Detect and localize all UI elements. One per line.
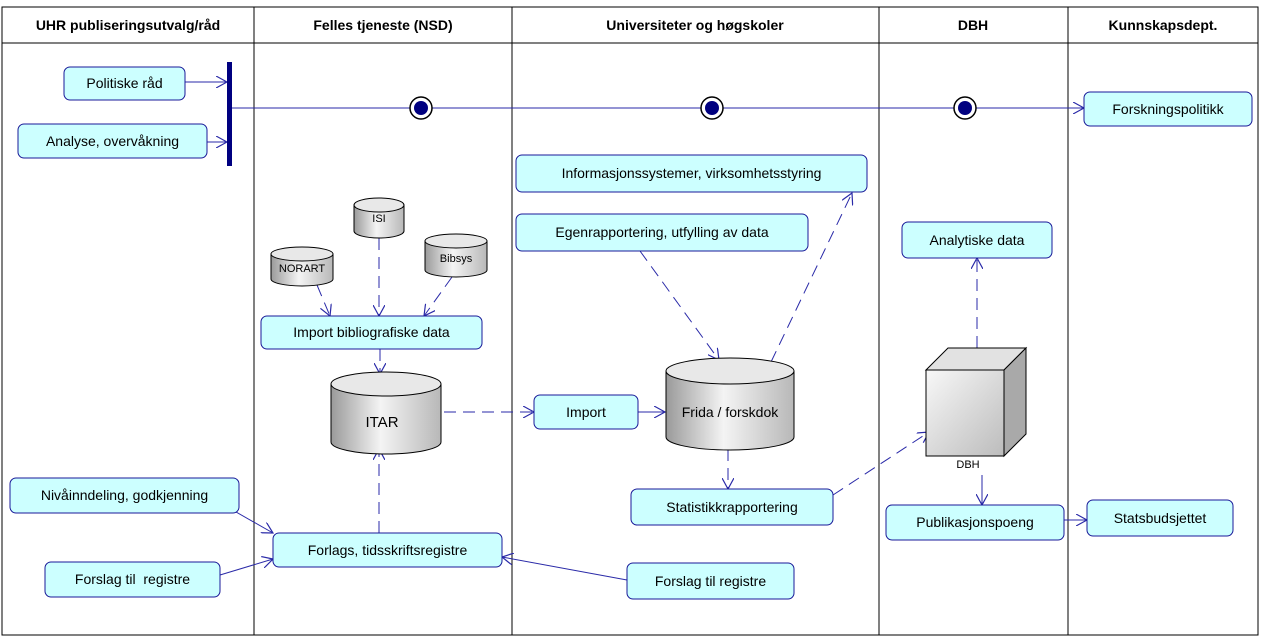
state-marker: [700, 96, 724, 120]
action-import-bibliografiske-data[interactable]: Import bibliografiske data: [260, 315, 483, 350]
action-label: Egenrapportering, utfylling av data: [555, 224, 768, 240]
flow-arrow: [502, 557, 628, 581]
action-label: Informasjonssystemer, virksomhetsstyring: [562, 165, 822, 181]
datastore-label: Bibsys: [440, 253, 473, 265]
action-label: Forlags, tidsskriftsregistre: [308, 542, 468, 558]
action-label: Import bibliografiske data: [293, 324, 450, 340]
action-label: Statsbudsjettet: [1114, 510, 1207, 526]
action-publikasjonspoeng[interactable]: Publikasjonspoeng: [885, 504, 1065, 541]
flow-arrow: [639, 250, 719, 360]
action-statistikkrapportering[interactable]: Statistikkrapportering: [630, 488, 834, 526]
action-import[interactable]: Import: [533, 394, 639, 430]
state-marker: [953, 96, 977, 120]
action-label: Publikasjonspoeng: [916, 514, 1034, 530]
datastore-frida-forskdok[interactable]: Frida / forskdok: [665, 357, 795, 451]
datastore-label: ISI: [372, 213, 385, 225]
dbh-cube[interactable]: DBH: [924, 346, 1028, 471]
cube-label: DBH: [956, 459, 979, 471]
swimlanes: UHR publiseringsutvalg/råd Felles tjenes…: [1, 6, 1259, 636]
action-label: Forslag til registre: [75, 571, 190, 587]
action-politiske-rad[interactable]: Politiske råd: [63, 66, 186, 101]
connectors: [185, 82, 1087, 581]
action-label: Import: [566, 404, 606, 420]
action-label: Nivåinndeling, godkjenning: [41, 487, 208, 503]
state-markers: [409, 96, 977, 120]
data-stores: ISI NORART Bibsys ITAR Frida / forskdok: [270, 197, 795, 455]
action-forlags-tidsskriftsregistre[interactable]: Forlags, tidsskriftsregistre: [272, 532, 503, 568]
action-label: Analyse, overvåkning: [46, 133, 179, 149]
flow-arrow: [219, 559, 273, 576]
action-label: Analytiske data: [930, 232, 1025, 248]
datastore-norart[interactable]: NORART: [270, 246, 334, 287]
datastore-isi[interactable]: ISI: [353, 197, 405, 239]
lane-title-universiteter: Universiteter og høgskoler: [606, 17, 784, 33]
flow-arrow: [770, 193, 852, 363]
flow-arrow: [832, 432, 929, 496]
synchronization-bar: [227, 62, 232, 166]
lane-title-kunnskapsdept: Kunnskapsdept.: [1109, 17, 1218, 33]
action-analyse-overvakning[interactable]: Analyse, overvåkning: [17, 123, 208, 159]
action-nivainndeling-godkjenning[interactable]: Nivåinndeling, godkjenning: [9, 477, 240, 514]
lane-title-dbh: DBH: [958, 17, 988, 33]
action-informasjonssystemer[interactable]: Informasjonssystemer, virksomhetsstyring: [515, 154, 868, 193]
datastore-itar[interactable]: ITAR: [330, 371, 442, 455]
action-label: Forskningspolitikk: [1112, 101, 1224, 117]
lane-title-uhr: UHR publiseringsutvalg/råd: [36, 17, 220, 33]
action-forslag-til-registre-uhr[interactable]: Forslag til registre: [44, 561, 221, 598]
actions: Politiske råd Analyse, overvåkning Forsk…: [9, 66, 1253, 600]
action-forslag-til-registre-uh[interactable]: Forslag til registre: [626, 562, 795, 600]
datastore-label: NORART: [279, 263, 326, 275]
datastore-label: Frida / forskdok: [682, 404, 779, 420]
datastore-bibsys[interactable]: Bibsys: [424, 233, 488, 278]
action-label: Forslag til registre: [655, 573, 766, 589]
action-forskningspolitikk[interactable]: Forskningspolitikk: [1083, 91, 1253, 127]
flow-arrow: [424, 276, 453, 316]
diagram-frame: [1, 6, 1259, 636]
datastore-label: ITAR: [365, 414, 398, 431]
state-marker: [409, 96, 433, 120]
lane-title-nsd: Felles tjeneste (NSD): [313, 17, 452, 33]
flow-arrow: [316, 284, 330, 316]
action-label: Statistikkrapportering: [666, 499, 798, 515]
action-label: Politiske råd: [86, 75, 162, 91]
action-analytiske-data[interactable]: Analytiske data: [901, 221, 1053, 259]
action-statsbudsjettet[interactable]: Statsbudsjettet: [1086, 499, 1234, 537]
action-egenrapportering[interactable]: Egenrapportering, utfylling av data: [515, 213, 809, 252]
